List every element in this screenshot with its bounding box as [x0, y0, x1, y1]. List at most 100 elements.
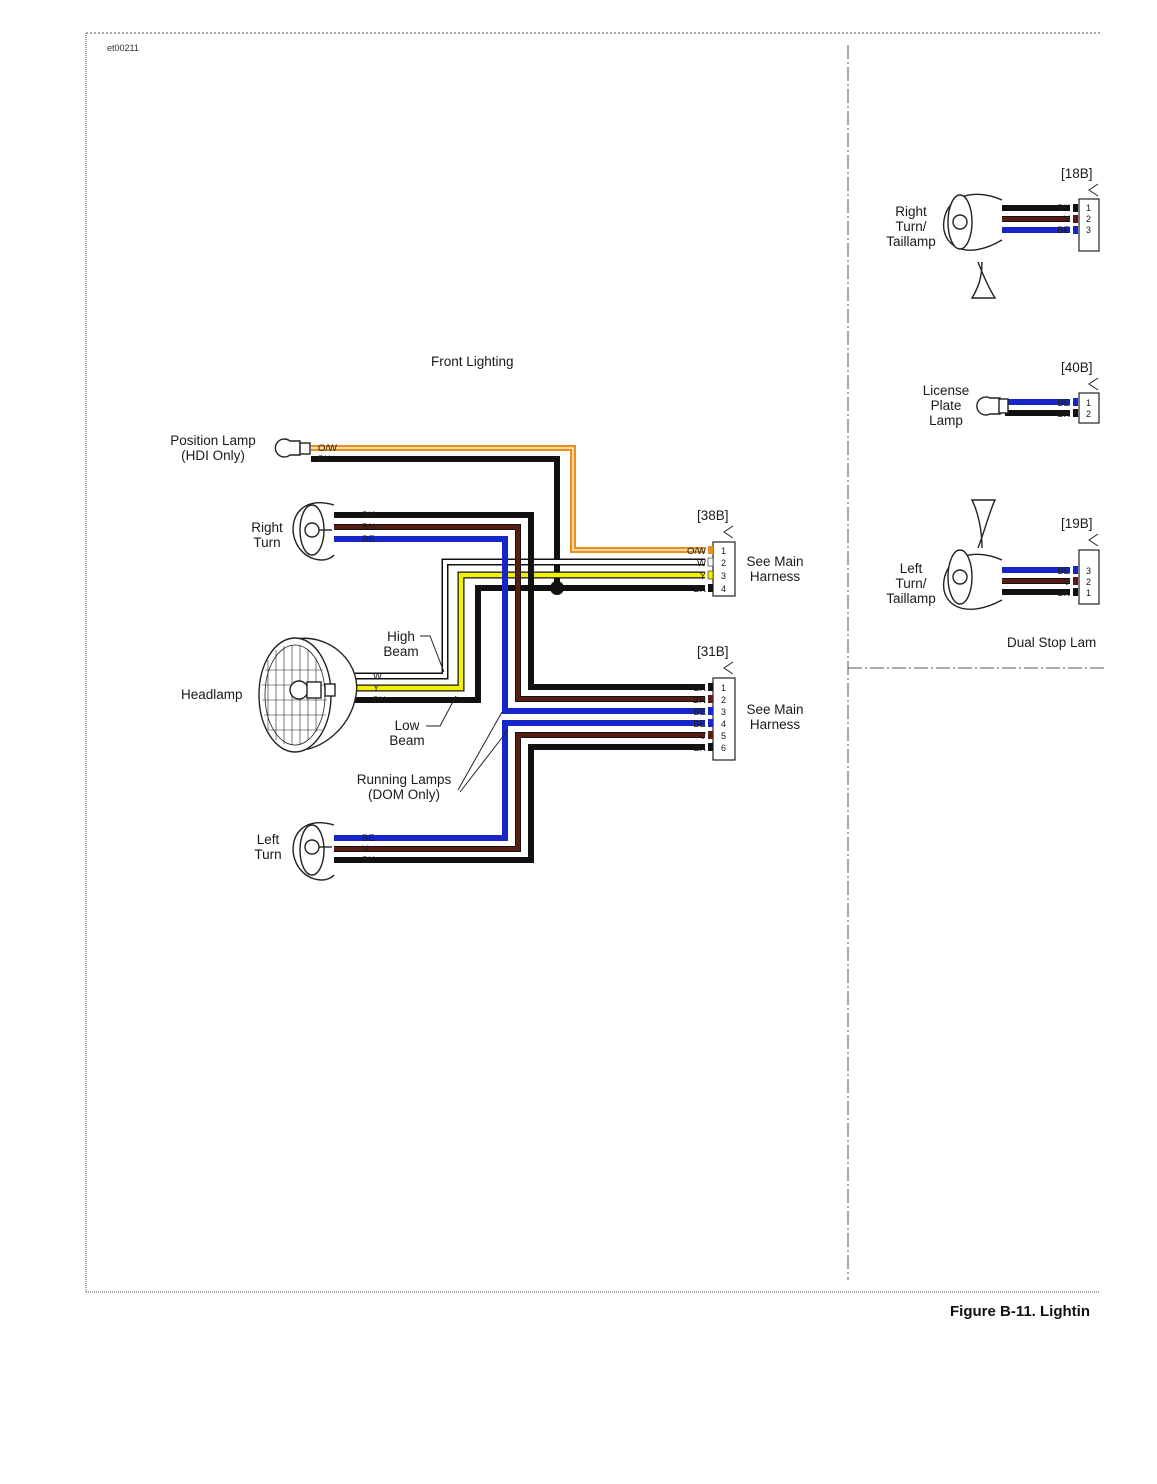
- c18b-wire-2: V: [1064, 214, 1071, 225]
- license-label-2: Plate: [931, 398, 962, 413]
- lturn-wire-v-label: V: [362, 844, 369, 855]
- c31b-note-1: See Main: [746, 702, 803, 717]
- right-tail-label-3: Taillamp: [886, 234, 936, 249]
- c38b-pin-2: 2: [721, 558, 726, 568]
- rturn-wire-bn-label: BN: [362, 522, 375, 533]
- headlamp-wire-bk-label: BK: [373, 695, 386, 706]
- headlamp-icon: [258, 637, 358, 753]
- c40b-wire-2: BK: [1057, 409, 1070, 420]
- c38b-wire-3: Y: [700, 571, 707, 582]
- left-turn-lamp-icon: [292, 822, 335, 881]
- license-label-1: License: [923, 383, 970, 398]
- headlamp-wire-y-label: Y: [373, 683, 380, 694]
- c31b-pin-6: 6: [721, 743, 726, 753]
- diagram-frame: [85, 32, 1105, 1293]
- c38b-pin-1: 1: [721, 546, 726, 556]
- lturn-wire-be-label: BE: [362, 833, 375, 844]
- wire-rturn-bk: [332, 512, 705, 690]
- right-turn-label-1: Right: [251, 520, 283, 535]
- c40b-wire-1: BE: [1057, 398, 1070, 409]
- c18b-wire-1: BK: [1057, 203, 1070, 214]
- license-plate-lamp: [40B] BE BK 1 2 License Plate Lamp: [923, 360, 1100, 428]
- dual-stop-caption: Dual Stop Lam: [1007, 635, 1096, 650]
- c19b-wire-1: BE: [1057, 566, 1070, 577]
- wire-position-bk: [311, 456, 560, 588]
- c40b-pin-1: 1: [1086, 398, 1091, 408]
- c38b-note-1: See Main: [746, 554, 803, 569]
- c31b-wire-4: BE: [693, 719, 706, 730]
- c19b-wire-2: V: [1064, 577, 1071, 588]
- splice-node: [550, 581, 564, 595]
- c18b-pin-2: 2: [1086, 214, 1091, 224]
- wire-lturn-be: [332, 720, 705, 841]
- c18b-id: [18B]: [1061, 166, 1093, 181]
- c38b-wire-1: O/W: [687, 546, 706, 557]
- low-beam-leader: [426, 695, 457, 727]
- figure-caption: Figure B-11. Lightin: [950, 1303, 1091, 1320]
- c31b-note-2: Harness: [750, 717, 801, 732]
- license-label-3: Lamp: [929, 413, 963, 428]
- c31b-wire-6: BK: [693, 743, 706, 754]
- headlamp-wire-w-label: W: [373, 671, 382, 682]
- c19b-pin-3: 1: [1086, 588, 1091, 598]
- position-wire-bk-label: BK: [318, 454, 331, 465]
- c19b-wire-3: BK: [1057, 588, 1070, 599]
- running-lamps-leader: [457, 711, 509, 793]
- c38b-note-2: Harness: [750, 569, 801, 584]
- c31b-pin-5: 5: [721, 731, 726, 741]
- headlamp-label: Headlamp: [181, 687, 243, 702]
- c38b-pin-4: 4: [721, 584, 726, 594]
- c38b-wire-4: BK: [693, 584, 706, 595]
- position-lamp-bulb: [274, 438, 311, 458]
- c19b-pin-2: 2: [1086, 577, 1091, 587]
- c18b-wire-3: BE: [1057, 225, 1070, 236]
- c31b-pin-2: 2: [721, 695, 726, 705]
- c31b-wire-2: BN: [693, 695, 706, 706]
- left-taillamp: [19B] BE V BK 3 2 1 Left Turn/ Taillamp: [886, 499, 1100, 610]
- running-lamps-label-2: (DOM Only): [368, 787, 440, 802]
- c31b-wire-1: BK: [693, 683, 706, 694]
- low-beam-label-1: Low: [395, 718, 420, 733]
- connector-38b-id: [38B]: [697, 508, 729, 523]
- high-beam-label-1: High: [387, 629, 415, 644]
- right-turn-label-2: Turn: [253, 535, 280, 550]
- c18b-pin-1: 1: [1086, 203, 1091, 213]
- lturn-wire-bk-label: BK: [362, 855, 375, 866]
- c38b-pin-3: 3: [721, 571, 726, 581]
- position-lamp-label-1: Position Lamp: [170, 433, 256, 448]
- connector-31b-id: [31B]: [697, 644, 729, 659]
- right-tail-label-1: Right: [895, 204, 927, 219]
- high-beam-leader: [420, 635, 445, 673]
- wire-rturn-be: [332, 536, 705, 714]
- c31b-wire-3: BE: [693, 707, 706, 718]
- left-tail-label-1: Left: [900, 561, 923, 576]
- c31b-pin-1: 1: [721, 683, 726, 693]
- c38b-wire-2: W: [697, 558, 706, 569]
- c40b-pin-2: 2: [1086, 409, 1091, 419]
- c31b-wire-5: V: [700, 731, 707, 742]
- right-taillamp: [18B] BK V BE 1 2 3 Right Turn/ Taillamp: [886, 166, 1100, 299]
- low-beam-label-2: Beam: [389, 733, 424, 748]
- front-lighting-title: Front Lighting: [431, 354, 514, 369]
- c40b-id: [40B]: [1061, 360, 1093, 375]
- c31b-pin-4: 4: [721, 719, 726, 729]
- left-tail-label-3: Taillamp: [886, 591, 936, 606]
- c18b-pin-3: 3: [1086, 225, 1091, 235]
- c19b-id: [19B]: [1061, 516, 1093, 531]
- wire-headlamp-bk: [345, 585, 705, 703]
- high-beam-label-2: Beam: [383, 644, 418, 659]
- connector-38b: [38B] O/W W Y BK 1 2 3 4 See Main Harnes…: [687, 508, 804, 597]
- left-tail-label-2: Turn/: [895, 576, 926, 591]
- running-lamps-label-1: Running Lamps: [357, 772, 452, 787]
- right-tail-label-2: Turn/: [895, 219, 926, 234]
- position-lamp-label-2: (HDI Only): [181, 448, 245, 463]
- c19b-pin-1: 3: [1086, 566, 1091, 576]
- connector-31b: [31B] BK BN BE BE V BK 1 2 3 4 5 6 See M…: [693, 644, 804, 761]
- c31b-pin-3: 3: [721, 707, 726, 717]
- position-wire-ow-label: O/W: [318, 443, 337, 454]
- left-turn-label-2: Turn: [254, 847, 281, 862]
- rturn-wire-bk-label: BK: [362, 510, 375, 521]
- wire-lturn-bk: [332, 744, 705, 863]
- rturn-wire-be-label: BE: [362, 534, 375, 545]
